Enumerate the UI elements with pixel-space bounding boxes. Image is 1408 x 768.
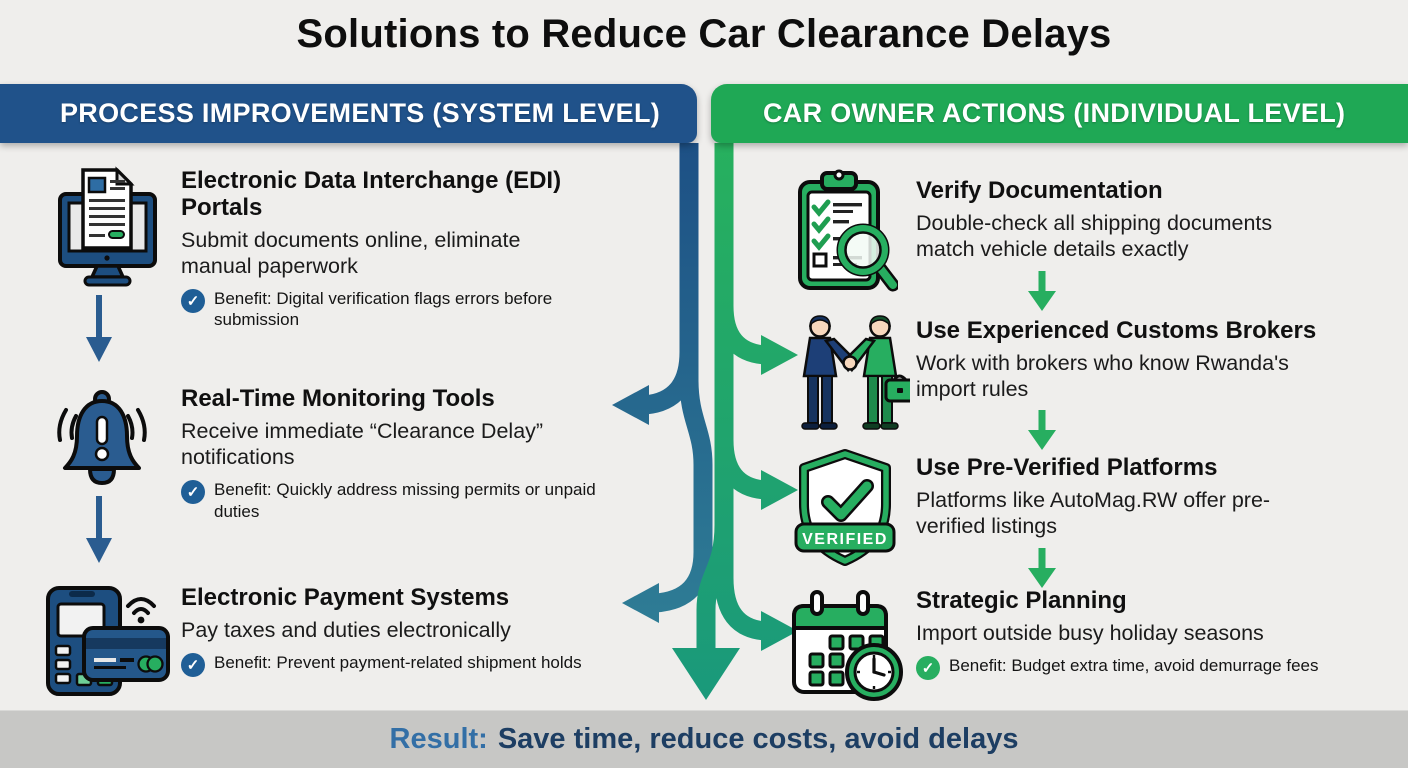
item-title: Strategic Planning	[916, 587, 1127, 614]
benefit-row: ✓ Benefit: Quickly address missing permi…	[181, 479, 636, 522]
result-text: Save time, reduce costs, avoid delays	[497, 723, 1019, 755]
benefit-text: Benefit: Budget extra time, avoid demurr…	[949, 656, 1319, 676]
action-item-preverified-platforms: Use Pre-Verified Platforms Platforms lik…	[916, 454, 1376, 539]
action-item-verify-documentation: Verify Documentation Double-check all sh…	[916, 177, 1361, 262]
process-item-edi-portals: Electronic Data Interchange (EDI) Portal…	[181, 167, 636, 331]
sound-waves	[57, 408, 147, 442]
footer-result-bar: Result: Save time, reduce costs, avoid d…	[0, 710, 1408, 768]
handshake-icon	[801, 315, 910, 430]
wifi-icon	[126, 597, 156, 615]
item-title: Use Pre-Verified Platforms	[916, 454, 1218, 481]
action-item-strategic-planning: Strategic Planning Import outside busy h…	[916, 587, 1406, 681]
down-arrow-icon	[86, 295, 112, 362]
down-arrow-icon	[1028, 548, 1056, 588]
item-title: Electronic Payment Systems	[181, 584, 510, 611]
item-title: Electronic Data Interchange (EDI) Portal…	[181, 167, 562, 221]
action-item-customs-brokers: Use Experienced Customs Brokers Work wit…	[916, 317, 1406, 402]
handshake-hands	[842, 355, 858, 371]
check-circle-icon: ✓	[916, 656, 940, 681]
alert-bell-icon	[57, 390, 147, 486]
briefcase	[884, 374, 910, 403]
calendar-days	[808, 634, 885, 687]
item-title: Use Experienced Customs Brokers	[916, 317, 1317, 344]
item-title: Verify Documentation	[916, 177, 1163, 204]
verified-shield-icon: VERIFIED	[794, 449, 896, 566]
green-branch-arrows	[672, 143, 798, 700]
benefit-row: ✓ Benefit: Digital verification flags er…	[181, 288, 636, 331]
item-description: Import outside busy holiday seasons	[916, 620, 1264, 645]
check-circle-icon: ✓	[181, 653, 205, 678]
left-column-header-label: PROCESS IMPROVEMENTS (SYSTEM LEVEL)	[60, 98, 661, 128]
payment-terminal-icon	[46, 586, 170, 696]
benefit-row: ✓ Benefit: Prevent payment-related shipm…	[181, 652, 656, 678]
left-column-header: PROCESS IMPROVEMENTS (SYSTEM LEVEL)	[0, 84, 697, 143]
clipboard-magnifier-icon	[798, 169, 898, 292]
right-column-header: CAR OWNER ACTIONS (INDIVIDUAL LEVEL)	[711, 84, 1408, 143]
page-title: Solutions to Reduce Car Clearance Delays	[296, 12, 1112, 56]
item-description: Pay taxes and duties electronically	[181, 617, 511, 642]
item-description: Platforms like AutoMag.RW offer pre-veri…	[916, 487, 1271, 539]
item-description: Submit documents online, eliminate manua…	[181, 227, 521, 278]
down-arrow-icon	[86, 496, 112, 563]
right-person	[844, 315, 910, 430]
document-on-screen	[81, 166, 135, 250]
clock	[845, 643, 903, 701]
calendar-clock-icon	[792, 590, 903, 701]
verified-badge-label: VERIFIED	[802, 531, 888, 548]
down-arrow-icon	[1028, 410, 1056, 450]
check-circle-icon: ✓	[181, 289, 205, 314]
benefit-row: ✓ Benefit: Budget extra time, avoid demu…	[916, 655, 1406, 681]
process-item-monitoring-tools: Real-Time Monitoring Tools Receive immed…	[181, 385, 636, 522]
benefit-text: Benefit: Prevent payment-related shipmen…	[214, 653, 582, 673]
magnifier	[836, 223, 898, 292]
monitor-document-icon	[58, 166, 157, 287]
nfc-card	[82, 626, 170, 682]
down-arrow-icon	[1028, 271, 1056, 311]
blue-branch-arrows	[612, 143, 713, 623]
right-column-header-label: CAR OWNER ACTIONS (INDIVIDUAL LEVEL)	[763, 98, 1346, 128]
item-description: Work with brokers who know Rwanda's impo…	[916, 350, 1289, 402]
result-label: Result:	[389, 723, 488, 755]
benefit-text: Benefit: Digital verification flags erro…	[214, 289, 553, 330]
item-description: Receive immediate “Clearance Delay” noti…	[181, 418, 544, 470]
item-description: Double-check all shipping documents matc…	[916, 210, 1273, 262]
left-person	[801, 315, 856, 430]
check-circle-icon: ✓	[181, 480, 205, 505]
benefit-text: Benefit: Quickly address missing permits…	[214, 480, 596, 521]
item-title: Real-Time Monitoring Tools	[181, 385, 495, 412]
process-item-payment-systems: Electronic Payment Systems Pay taxes and…	[181, 584, 656, 678]
